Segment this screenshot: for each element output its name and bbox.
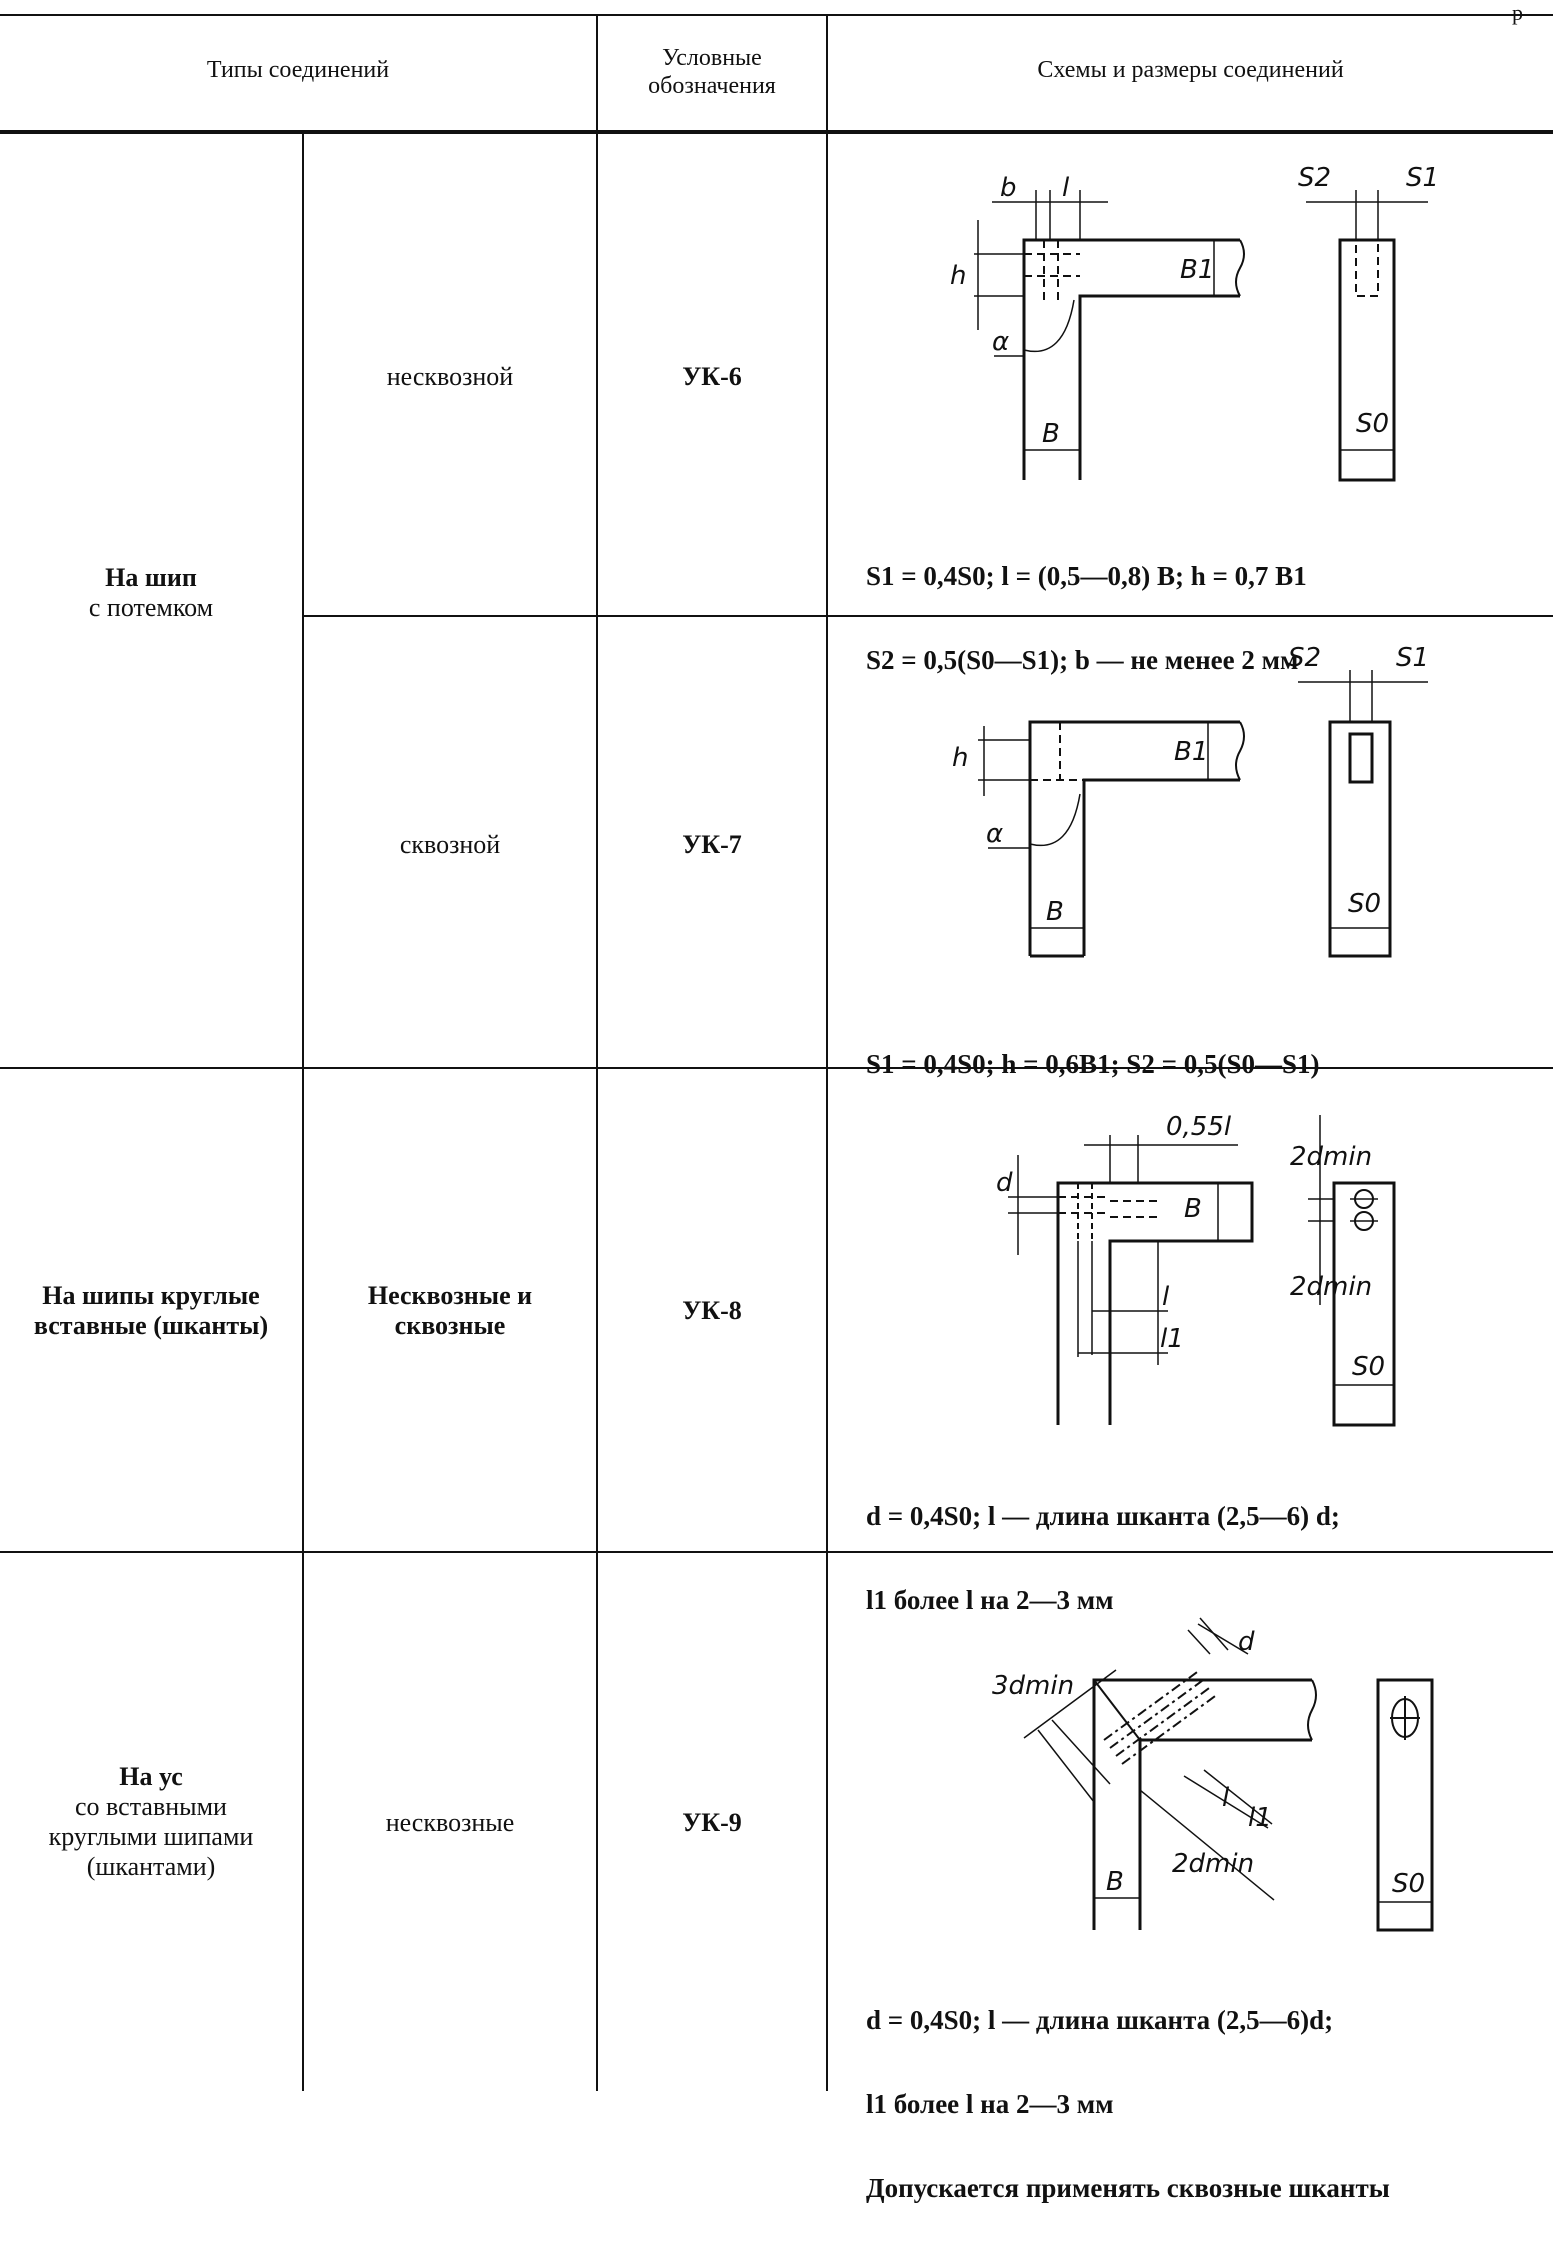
formula-uk8-line1: d = 0,4S0; l — длина шканта (2,5—6) d; xyxy=(866,1501,1340,1531)
label-055l: 0,55l xyxy=(1166,1112,1232,1142)
type-line1: На шипы круглые xyxy=(42,1281,260,1310)
code-uk9: УК-9 xyxy=(682,1808,742,1837)
label-B1: B1 xyxy=(1174,737,1208,767)
row-rule-uk6-uk7 xyxy=(302,615,1553,617)
formula-uk7: S1 = 0,4S0; h = 0,6B1; S2 = 0,5(S0—S1) xyxy=(866,994,1319,1134)
formula-uk6-line2: S2 = 0,5(S0—S1); b — не менее 2 мм xyxy=(866,645,1299,675)
label-d: d xyxy=(1238,1627,1255,1657)
type-line2: вставные (шканты) xyxy=(33,1311,269,1340)
label-h: h xyxy=(950,261,966,291)
subtype-line1: Несквозные и xyxy=(367,1281,533,1310)
row-rule-uk7-uk8 xyxy=(0,1067,1553,1069)
type-line1: На ус xyxy=(119,1762,183,1791)
row-rule-uk8-uk9 xyxy=(0,1551,1553,1553)
label-S0: S0 xyxy=(1392,1869,1425,1899)
formula-uk8: d = 0,4S0; l — длина шканта (2,5—6) d; l… xyxy=(866,1446,1340,1670)
formula-uk8-line2: l1 более l на 2—3 мм xyxy=(866,1585,1114,1615)
table-top-rule xyxy=(0,14,1553,16)
code-uk8: УК-8 xyxy=(682,1296,742,1325)
label-S0: S0 xyxy=(1348,889,1381,919)
type-tenon-with-shoulder: На шип с потемком xyxy=(0,563,302,623)
label-l: l xyxy=(1062,173,1070,203)
header-codes: Условные обозначения xyxy=(598,44,826,100)
label-3dmin: 3dmin xyxy=(992,1671,1074,1701)
header-schemes: Схемы и размеры соединений xyxy=(1037,57,1344,83)
header-codes-line1: Условные xyxy=(662,45,762,71)
col-divider-2 xyxy=(596,14,598,2091)
subtype-uk9: несквозные xyxy=(385,1808,515,1837)
uk7-drawing: h α B1 B S2 S1 S0 xyxy=(952,643,1429,958)
label-S2: S2 xyxy=(1298,163,1331,193)
formula-uk9-line3: Допускается применять сквозные шканты xyxy=(866,2173,1390,2203)
label-S1: S1 xyxy=(1406,163,1439,193)
label-2dmin-top: 2dmin xyxy=(1290,1142,1372,1172)
uk6-drawing: b l h α B1 B S2 S1 S0 xyxy=(950,163,1439,482)
formula-uk6-line1: S1 = 0,4S0; l = (0,5—0,8) B; h = 0,7 B1 xyxy=(866,561,1307,591)
type-line2: с потемком xyxy=(88,593,214,622)
label-B1: B1 xyxy=(1180,255,1214,285)
formula-uk7-line1: S1 = 0,4S0; h = 0,6B1; S2 = 0,5(S0—S1) xyxy=(866,1049,1320,1079)
type-line2: со вставными xyxy=(75,1792,227,1821)
label-alpha: α xyxy=(986,819,1003,849)
type-line4: (шкантами) xyxy=(86,1852,216,1881)
corner-mark: р xyxy=(1512,0,1523,25)
label-S0: S0 xyxy=(1352,1352,1385,1382)
subtype-uk8: Несквозные и сквозные xyxy=(304,1281,596,1341)
code-uk7: УК-7 xyxy=(682,830,742,859)
header-types: Типы соединений xyxy=(206,57,390,83)
header-bottom-rule xyxy=(0,130,1553,134)
label-B: B xyxy=(1042,419,1060,449)
document-page: р Типы соединений Условные обозначения С… xyxy=(0,0,1553,2202)
label-S0: S0 xyxy=(1356,409,1389,439)
label-B: B xyxy=(1184,1194,1202,1224)
label-2dmin-bottom: 2dmin xyxy=(1290,1272,1372,1302)
uk9-drawing: 3dmin d l l1 2dmin B S0 xyxy=(992,1617,1434,1932)
subtype-line2: сквозные xyxy=(394,1311,506,1340)
label-l: l xyxy=(1162,1282,1170,1312)
label-l: l xyxy=(1222,1783,1230,1813)
type-miter-dowels: На ус со вставными круглыми шипами (шкан… xyxy=(0,1762,302,1882)
col-divider-3 xyxy=(826,14,828,2091)
subtype-uk6: несквозной xyxy=(386,362,514,391)
label-l1: l1 xyxy=(1248,1803,1272,1833)
col-divider-1-row2 xyxy=(302,1068,304,2091)
formula-uk6: S1 = 0,4S0; l = (0,5—0,8) B; h = 0,7 B1 … xyxy=(866,506,1307,730)
label-h: h xyxy=(952,743,968,773)
uk8-drawing: d 0,55l B l l1 2dmin 2dmin S0 xyxy=(996,1112,1396,1427)
type-line1: На шип xyxy=(105,563,197,592)
code-uk6: УК-6 xyxy=(682,362,742,391)
col-divider-1-row1 xyxy=(302,130,304,1068)
label-d: d xyxy=(996,1168,1013,1198)
subtype-uk7: сквозной xyxy=(399,830,501,859)
formula-uk9: d = 0,4S0; l — длина шканта (2,5—6)d; l1… xyxy=(866,1950,1390,2258)
formula-uk9-line2: l1 более l на 2—3 мм xyxy=(866,2089,1114,2119)
label-2dmin: 2dmin xyxy=(1172,1849,1254,1879)
label-l1: l1 xyxy=(1160,1324,1184,1354)
formula-uk9-line1: d = 0,4S0; l — длина шканта (2,5—6)d; xyxy=(866,2005,1334,2035)
label-b: b xyxy=(1000,173,1017,203)
label-S2: S2 xyxy=(1288,643,1321,673)
label-B: B xyxy=(1046,897,1064,927)
type-line3: круглыми шипами xyxy=(48,1822,254,1851)
label-alpha: α xyxy=(992,327,1009,357)
type-round-dowels: На шипы круглые вставные (шканты) xyxy=(0,1281,302,1341)
label-S1: S1 xyxy=(1396,643,1429,673)
label-B: B xyxy=(1106,1867,1124,1897)
header-codes-line2: обозначения xyxy=(648,73,776,99)
